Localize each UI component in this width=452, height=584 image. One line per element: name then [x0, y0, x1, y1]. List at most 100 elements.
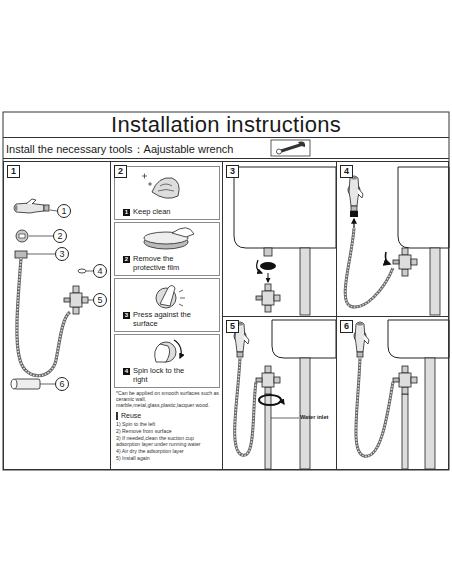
toilet-tank-step4	[345, 228, 393, 307]
toilet-tank-step5	[271, 418, 299, 419]
sub-step-box: 3Press against the surface	[114, 278, 220, 332]
toilet-tank-step5	[280, 398, 284, 404]
tool-band: Install the necessary tools：Aajustable w…	[3, 137, 449, 159]
reuse-step: 5) Install again	[116, 455, 219, 461]
panel-number: 1	[7, 165, 20, 178]
suction-steps-icons	[152, 178, 179, 198]
toilet-tank-step5	[300, 358, 310, 469]
toilet-tank-step3	[264, 248, 272, 256]
toilet-tank-step6	[402, 394, 408, 469]
reuse-heading: Reuse	[116, 412, 219, 420]
sub-step-box: 4Spin lock to the right	[114, 334, 220, 388]
callout-number: 4	[93, 264, 107, 278]
parts-drawing	[16, 230, 28, 242]
tool-text: Install the necessary tools：Aajustable w…	[6, 142, 233, 157]
parts-drawing	[50, 210, 57, 211]
reuse-step: 2) Remove from surface	[116, 428, 219, 434]
outer-frame	[3, 112, 449, 470]
toilet-tank-step5	[259, 395, 281, 405]
toilet-tank-step5	[234, 320, 336, 469]
parts-drawing	[86, 271, 93, 272]
panel-number: 2	[114, 165, 127, 178]
step-caption: 2Remove the protective film	[123, 255, 197, 272]
panel-number: 3	[226, 165, 239, 178]
panel-number: 6	[340, 320, 353, 333]
step-number: 2	[123, 256, 130, 263]
toilet-tank-step3	[257, 260, 262, 273]
parts-drawing	[14, 199, 49, 213]
toilet-tank-step6	[355, 322, 369, 357]
step-panel: 6	[336, 316, 449, 470]
parts-drawing	[11, 199, 93, 389]
toilet-tank-step3	[268, 273, 269, 282]
parts-drawing	[27, 254, 55, 255]
sub-step-box: 1Keep clean	[114, 166, 220, 220]
title-text: Installation instructions	[0, 113, 452, 137]
suction-steps-icons	[158, 184, 174, 191]
toilet-tank-step5	[235, 358, 256, 455]
toilet-tank-step4	[353, 219, 354, 228]
suction-steps-icons	[179, 290, 185, 306]
step-text: Spin lock to the right	[133, 367, 197, 384]
toilet-tank-step6	[393, 366, 417, 394]
parts-drawing	[17, 258, 70, 376]
suction-steps-icons	[172, 228, 194, 237]
reuse-step: 1) Spin to the left	[116, 421, 219, 427]
step-caption: 3Press against the surface	[123, 311, 197, 328]
note-text: *Can be applied on smooth surfaces such …	[116, 390, 219, 409]
step-number: 1	[123, 209, 130, 216]
suction-steps-icons	[174, 340, 181, 358]
parts-drawing	[15, 251, 27, 258]
toilet-tank-step4	[398, 167, 449, 248]
step-text: Remove the protective film	[133, 255, 197, 272]
step-caption: 4Spin lock to the right	[123, 367, 197, 384]
outer-frame	[3, 112, 449, 470]
reuse-step: 4) Air dry the adsorption layer	[116, 448, 219, 454]
reuse-step: 3) If needed,clean the suction cup adsor…	[116, 435, 219, 447]
toilet-tank-step6	[356, 358, 393, 456]
suction-steps-icons	[155, 344, 170, 362]
suction-steps-icons	[142, 174, 152, 187]
parts-drawing	[29, 236, 53, 237]
toilet-tank-step6	[388, 320, 449, 358]
parts-drawing	[11, 379, 17, 389]
callout-number: 1	[57, 204, 71, 218]
parts-drawing	[17, 258, 70, 376]
toilet-tank-step4	[430, 248, 440, 315]
step-text: Keep clean	[133, 208, 197, 217]
step-panel: 4	[336, 161, 449, 317]
toilet-tank-step5	[235, 358, 256, 455]
callout-number: 3	[55, 247, 69, 261]
wrench-icon	[277, 149, 282, 154]
step-number: 3	[123, 312, 130, 319]
toilet-tank-step4	[393, 248, 417, 276]
toilet-tank-step3	[256, 284, 280, 312]
parts-drawing	[14, 379, 40, 389]
wrench-icon	[271, 140, 310, 156]
toilet-tank-step6	[356, 358, 393, 456]
panel-number: 5	[226, 320, 239, 333]
wrench-icon	[271, 140, 310, 156]
step-panel: 3	[222, 161, 337, 317]
step-panel: 5	[222, 316, 337, 470]
step-number: 4	[123, 368, 130, 375]
toilet-tank-step5	[256, 366, 280, 394]
step-text: Press against the surface	[133, 311, 197, 328]
parts-drawing	[64, 286, 88, 314]
parts-drawing	[78, 269, 86, 273]
sub-step-box: 2Remove the protective film	[114, 222, 220, 276]
callout-number: 2	[53, 229, 67, 243]
toilet-tank-step3	[234, 167, 336, 315]
label-text: Water inlet	[300, 414, 334, 421]
toilet-tank-step4	[345, 167, 449, 315]
toilet-tank-step4	[349, 176, 363, 211]
toilet-tank-step3	[234, 167, 336, 248]
toilet-tank-step3	[300, 248, 310, 315]
toilet-tank-step6	[354, 320, 449, 469]
callout-number: 6	[55, 377, 69, 391]
parts-drawing	[40, 384, 55, 385]
callout-number: 5	[93, 293, 107, 307]
